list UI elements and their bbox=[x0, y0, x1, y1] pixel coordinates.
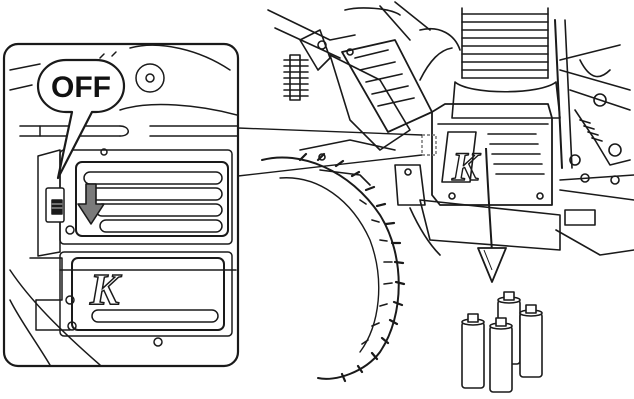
off-label: OFF bbox=[51, 71, 111, 104]
switch-highlight bbox=[422, 135, 436, 155]
aa-batteries-group bbox=[462, 292, 542, 392]
aa-battery-icon bbox=[462, 314, 484, 388]
aa-battery-icon bbox=[490, 318, 512, 392]
aa-battery-icon bbox=[520, 305, 542, 377]
car-chassis-drawing: K bbox=[262, 2, 634, 381]
inset-logo: K bbox=[89, 265, 122, 314]
chassis-logo: K bbox=[451, 144, 481, 189]
long-arrow-down-icon bbox=[478, 148, 506, 282]
tire-drawing bbox=[262, 154, 404, 381]
